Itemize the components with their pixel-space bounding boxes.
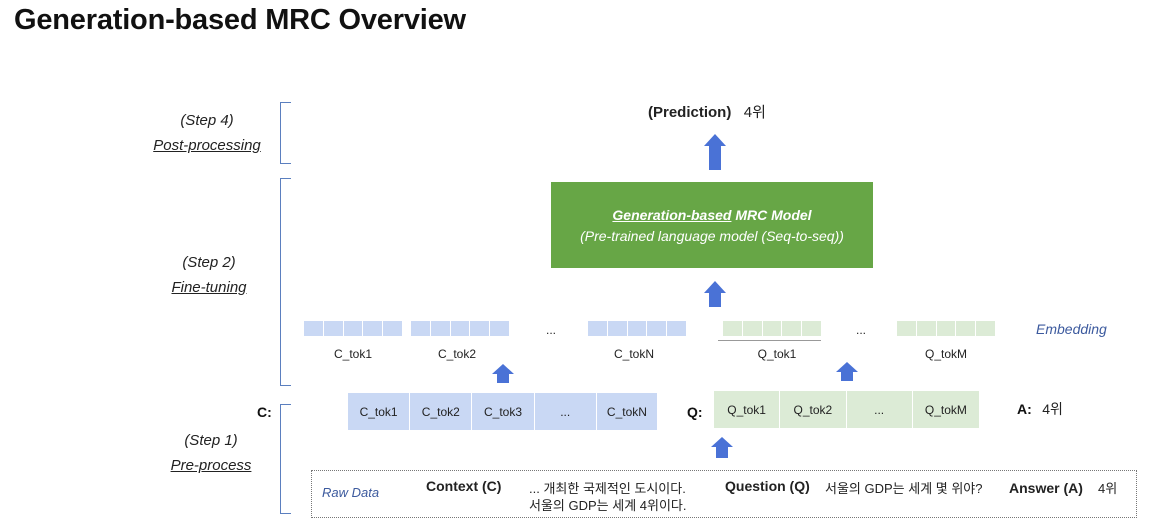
raw-answer-text: 4위: [1098, 481, 1118, 496]
raw-answer-label: Answer (A): [1009, 480, 1083, 496]
context-token: C_tok2: [410, 393, 473, 430]
model-title-rest: MRC Model: [731, 207, 812, 223]
prediction: (Prediction) 4위: [648, 101, 766, 122]
question-token: Q_tok2: [780, 391, 847, 428]
prediction-value: 4위: [743, 104, 766, 121]
q-tok1-underline: [718, 340, 821, 341]
embedding-q-tokM: [897, 321, 995, 336]
prediction-label: (Prediction): [648, 104, 732, 121]
step1-name: Pre-process: [170, 457, 252, 474]
step4-label: (Step 4) Post-processing: [137, 108, 277, 158]
up-arrow-icon: [711, 437, 733, 458]
answer-value: 4위: [1042, 401, 1063, 417]
embedding-q-tok1: [723, 321, 821, 336]
question-token: Q_tok1: [714, 391, 781, 428]
embedding-c-tokN: [588, 321, 686, 336]
answer: A: 4위: [1017, 399, 1063, 419]
question-token: ...: [846, 391, 913, 428]
step2-bracket: [280, 178, 291, 386]
up-arrow-icon: [704, 134, 726, 170]
context-row-label: C:: [257, 404, 272, 420]
raw-question-text: 서울의 GDP는 세계 몇 위야?: [825, 481, 983, 496]
step4-name: Post-processing: [153, 137, 261, 154]
raw-context-line1: ... 개최한 국제적인 도시이다.: [529, 481, 686, 496]
model-title: Generation-based MRC Model: [551, 207, 873, 223]
step4-number: (Step 4): [180, 112, 234, 129]
embedding-token-label: C_tok1: [333, 347, 373, 361]
step2-number: (Step 2): [182, 254, 236, 271]
question-token-row: Q_tok1 Q_tok2 ... Q_tokM: [714, 391, 979, 428]
raw-context-line2: 서울의 GDP는 세계 4위이다.: [529, 498, 687, 513]
up-arrow-icon: [492, 364, 514, 383]
step2-name: Fine-tuning: [171, 279, 247, 296]
model-subtitle: (Pre-trained language model (Seq-to-seq)…: [580, 228, 844, 244]
mrc-model-box: Generation-based MRC Model (Pre-trained …: [551, 182, 873, 268]
step2-label: (Step 2) Fine-tuning: [139, 250, 279, 300]
embedding-ellipsis-q: ...: [856, 323, 867, 337]
answer-label: A:: [1017, 401, 1032, 417]
step1-number: (Step 1): [184, 432, 238, 449]
context-token-row: C_tok1 C_tok2 C_tok3 ... C_tokN: [348, 393, 658, 430]
embedding-label: Embedding: [1036, 321, 1107, 337]
context-token: C_tok1: [348, 393, 411, 430]
embedding-token-label: C_tok2: [437, 347, 477, 361]
context-token: C_tokN: [596, 393, 658, 430]
embedding-token-label: C_tokN: [613, 347, 654, 361]
question-row-label: Q:: [687, 404, 703, 420]
raw-question-label: Question (Q): [725, 478, 810, 494]
up-arrow-icon: [704, 281, 726, 307]
step1-label: (Step 1) Pre-process: [141, 428, 281, 478]
embedding-token-label: Q_tokM: [924, 347, 967, 361]
step1-bracket: [280, 404, 291, 514]
embedding-c-tok2: [411, 321, 509, 336]
question-token: Q_tokM: [912, 391, 979, 428]
embedding-c-tok1: [304, 321, 402, 336]
model-title-underlined: Generation-based: [612, 207, 732, 223]
page-title: Generation-based MRC Overview: [14, 4, 466, 36]
raw-data-box: [311, 470, 1137, 518]
embedding-ellipsis-c: ...: [546, 323, 557, 337]
context-token: C_tok3: [472, 393, 535, 430]
context-token: ...: [534, 393, 597, 430]
raw-context-label: Context (C): [426, 478, 502, 494]
embedding-token-label: Q_tok1: [757, 347, 797, 361]
step4-bracket: [280, 102, 291, 164]
up-arrow-icon: [836, 362, 858, 381]
raw-data-label: Raw Data: [322, 485, 380, 500]
